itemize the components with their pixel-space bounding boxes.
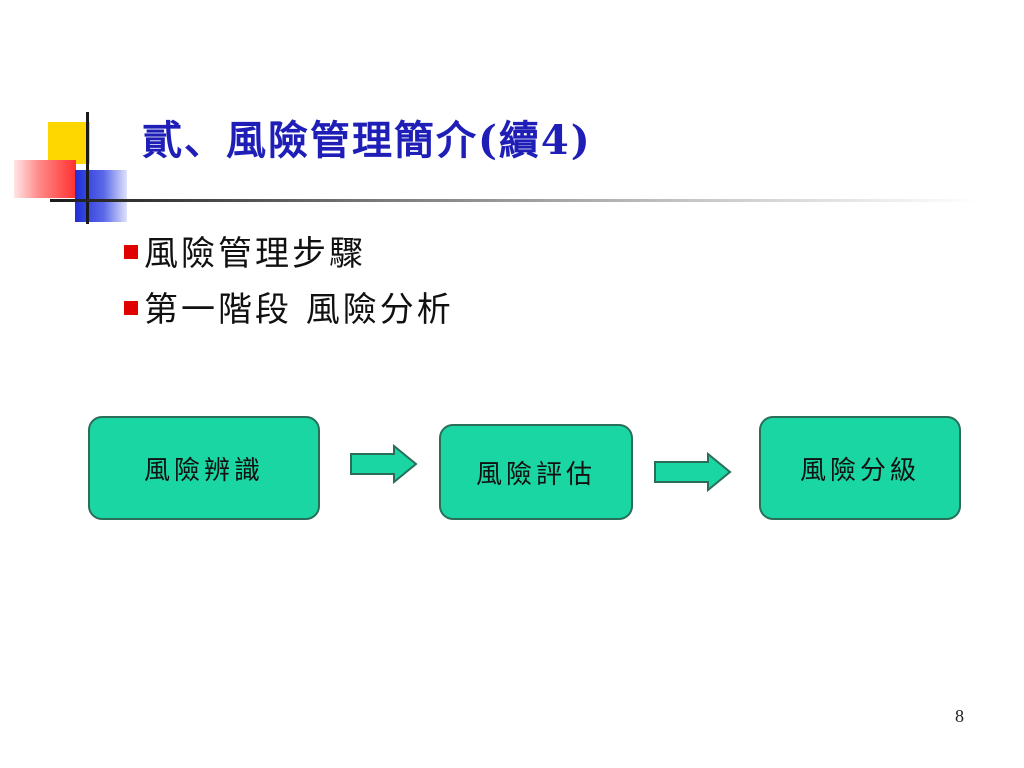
bullet-text: 風險管理步驟 <box>144 233 366 274</box>
bullet-square-icon <box>124 245 138 259</box>
bullet-item: 第一階段 風險分析 <box>124 278 454 334</box>
flow-step-risk-assessment: 風險評估 <box>439 424 633 520</box>
bullet-square-icon <box>124 301 138 315</box>
right-arrow-icon <box>654 452 732 492</box>
slide-title: 貳、風險管理簡介(續4) <box>142 117 592 164</box>
right-arrow-icon <box>350 444 418 484</box>
title-underline <box>50 199 980 202</box>
decor-yellow-square <box>48 122 90 164</box>
bullet-item: 風險管理步驟 <box>124 222 454 278</box>
flow-step-risk-identification: 風險辨識 <box>88 416 320 520</box>
decor-blue-gradient-square <box>75 170 127 222</box>
bullet-list: 風險管理步驟 第一階段 風險分析 <box>124 222 454 334</box>
bullet-text: 第一階段 風險分析 <box>144 289 454 330</box>
decor-vertical-line <box>86 112 89 224</box>
decor-red-gradient-block <box>14 160 76 198</box>
page-number: 8 <box>955 706 964 726</box>
flow-step-risk-classification: 風險分級 <box>759 416 961 520</box>
